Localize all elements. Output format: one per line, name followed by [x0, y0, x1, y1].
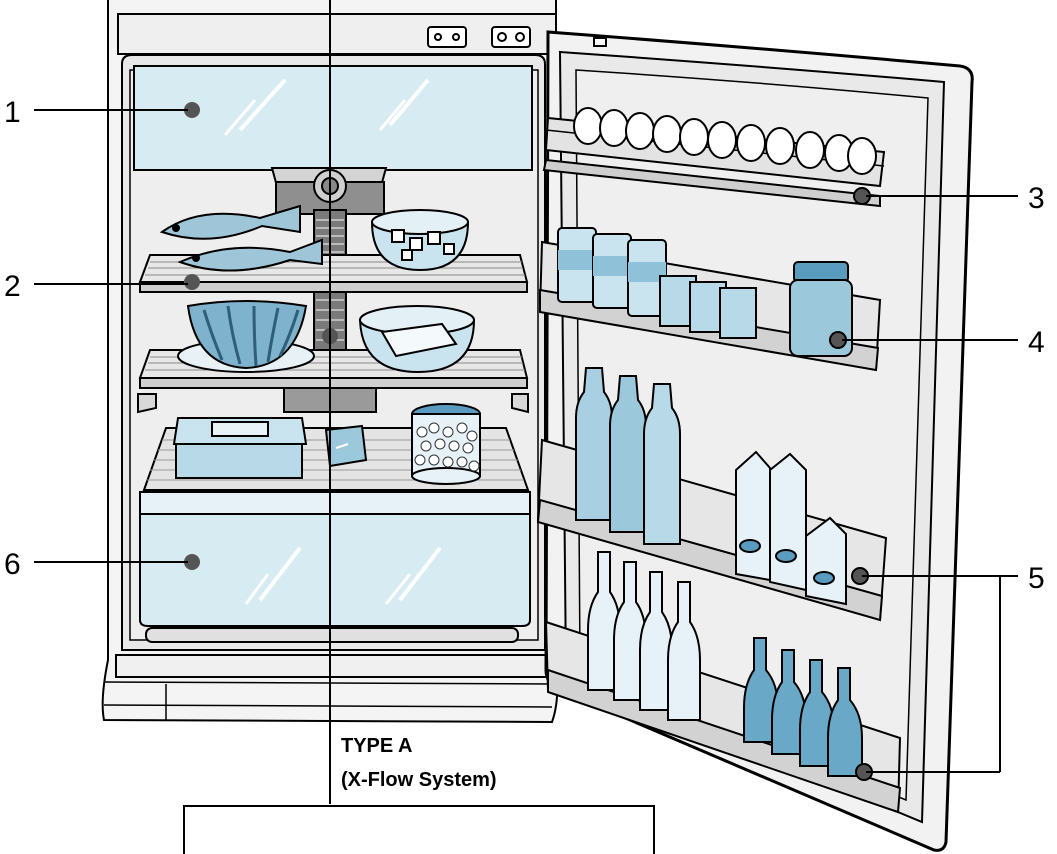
freezer-compartment — [134, 66, 532, 170]
egg-icon — [574, 108, 602, 144]
crisper-drawer — [140, 492, 530, 626]
type-label-line2: (X-Flow System) — [341, 769, 497, 791]
watermelon-icon — [178, 301, 314, 372]
small-box-icon — [326, 426, 366, 466]
egg-icon — [680, 119, 708, 155]
egg-icon — [796, 132, 824, 168]
type-label: TYPE A (X-Flow System) — [341, 735, 497, 791]
callout-4: 4 — [1028, 326, 1045, 359]
egg-icon — [626, 113, 654, 149]
egg-icon — [600, 110, 628, 146]
egg-icon — [737, 125, 765, 161]
food-container-icon — [174, 418, 306, 478]
egg-icon — [848, 138, 876, 174]
glass-bottle-icon — [558, 228, 666, 316]
callout-6: 6 — [4, 548, 21, 581]
type-label-line1: TYPE A — [341, 735, 413, 757]
jar-icon — [790, 262, 852, 356]
egg-icon — [653, 116, 681, 152]
callout-2: 2 — [4, 270, 21, 303]
egg-icon — [708, 122, 736, 158]
egg-icon — [766, 128, 794, 164]
callout-1: 1 — [4, 96, 21, 129]
callout-5: 5 — [1028, 562, 1045, 595]
glass-bottle-icon — [576, 368, 680, 544]
callout-3: 3 — [1028, 182, 1045, 215]
bowl-icon — [372, 210, 468, 270]
jar-icon — [412, 404, 480, 484]
